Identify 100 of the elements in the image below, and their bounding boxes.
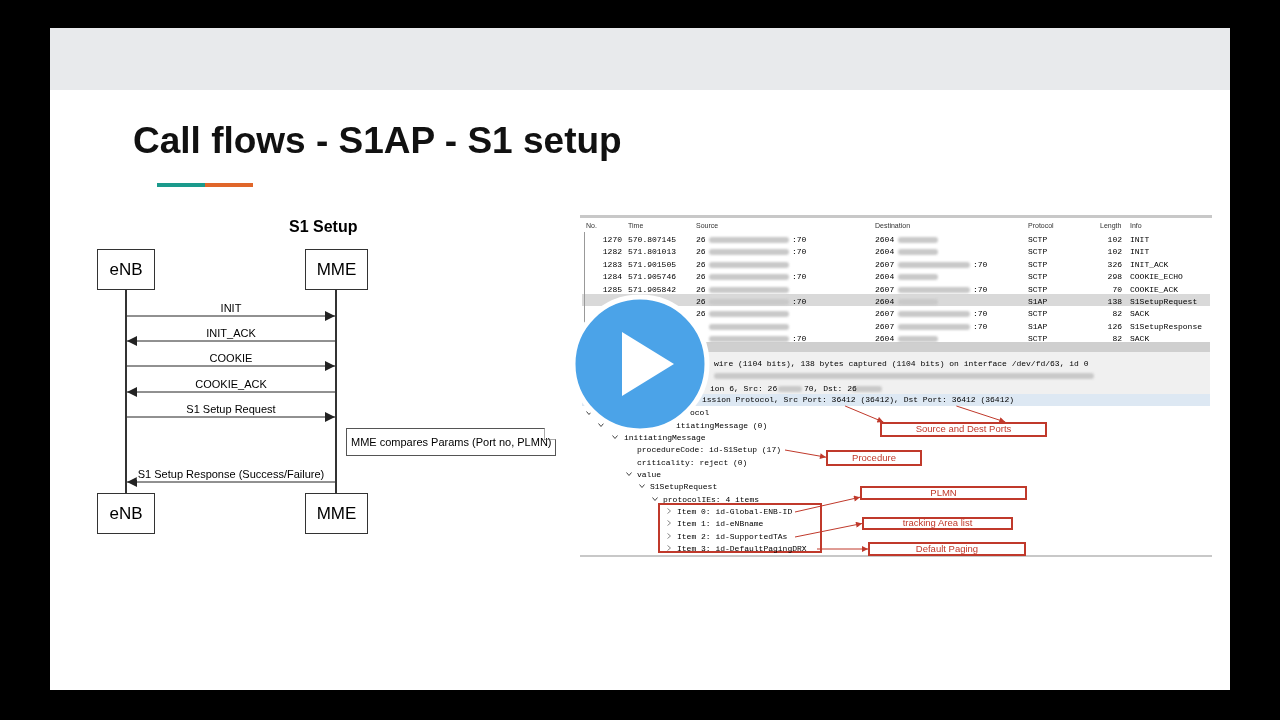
table-cell-text: INIT_ACK	[1130, 258, 1169, 271]
message-arrow	[126, 361, 336, 371]
packet-field-text: criticality: reject (0)	[637, 457, 748, 469]
table-cell-text: SACK	[1130, 308, 1150, 321]
table-cell-text: 26	[696, 308, 706, 321]
table-cell-text: 326	[1106, 258, 1122, 271]
callout-arrow	[784, 449, 827, 460]
table-cell-text: SCTP	[1028, 234, 1048, 246]
table-cell-text: 2607	[875, 258, 895, 271]
table-cell-text: SCTP	[1028, 246, 1048, 259]
callout-arrow	[816, 546, 869, 552]
packet-field-text: procedureCode: id-S1Setup (17)	[637, 444, 785, 456]
packet-field-text: Item 3: id-DefaultPagingDRX	[677, 543, 817, 555]
table-cell-text: SACK	[1130, 333, 1150, 346]
table-cell-text: 26	[696, 246, 706, 259]
table-cell-text: :70	[792, 296, 807, 308]
callout-box: Source and Dest Ports	[880, 422, 1047, 437]
table-cell-text: SCTP	[1028, 258, 1048, 271]
lifeline	[125, 290, 127, 493]
table-cell-text: SCTP	[1028, 308, 1048, 321]
table-cell-text: 2607	[875, 308, 895, 321]
packet-field-text: Item 2: id-SupportedTAs	[677, 531, 795, 543]
table-cell-text: 26	[696, 296, 706, 308]
packet-field-text: Item 1: id-eNBname	[677, 518, 795, 530]
message-label: S1 Setup Response (Success/Failure)	[136, 468, 326, 480]
table-cell-text: 2604	[875, 234, 895, 246]
packet-field-text: ion 6, Src: 26	[710, 383, 778, 395]
message-arrow	[126, 412, 336, 422]
table-cell-text: SCTP	[1028, 271, 1048, 284]
message-label: COOKIE	[208, 352, 254, 364]
table-cell-text: 2604	[875, 296, 895, 308]
table-cell-text: INIT	[1130, 246, 1150, 259]
packet-field-text: ission Protocol, Src Port: 36412 (36412), Dst Port: 36412 (36412)	[702, 394, 1020, 406]
packet-field-text: value	[637, 469, 661, 481]
table-cell-text: 571.905842	[628, 283, 676, 296]
table-cell-text: :70	[792, 271, 807, 284]
table-cell-text: S1AP	[1028, 296, 1048, 308]
table-cell-text: 1284	[601, 271, 622, 284]
table-cell-text: 26	[696, 271, 706, 284]
table-cell-text: 102	[1106, 246, 1122, 259]
table-cell-text: 1282	[601, 246, 622, 259]
table-cell-text: 298	[1106, 271, 1122, 284]
table-cell-text: 1283	[601, 258, 622, 271]
packet-field-text: protocolIEs: 4 items	[663, 494, 759, 506]
table-cell-text: :70	[792, 246, 807, 259]
table-cell-text: 2607	[875, 283, 895, 296]
table-cell-text: S1SetupResponse	[1130, 320, 1202, 333]
message-label: COOKIE_ACK	[194, 378, 268, 390]
table-cell-text: 2607	[875, 320, 895, 333]
table-cell-text: 571.905746	[628, 271, 676, 284]
table-cell-text: 82	[1111, 333, 1122, 346]
message-label: INIT_ACK	[205, 327, 257, 339]
message-arrow	[126, 387, 336, 397]
table-cell-text: 570.807145	[628, 234, 676, 246]
table-cell-text: 2604	[875, 246, 895, 259]
table-cell-text: :70	[973, 283, 988, 296]
callout-box: Procedure	[826, 450, 922, 466]
participant-box: MME	[305, 249, 368, 290]
callout-box: Default Paging	[868, 542, 1026, 556]
packet-field-text: ocol	[690, 407, 710, 419]
message-label: INIT	[219, 302, 243, 314]
table-cell-text: SCTP	[1028, 333, 1048, 346]
callout-arrow	[794, 521, 863, 538]
message-arrow	[126, 311, 336, 321]
table-cell-text: 26	[696, 258, 706, 271]
slide-title: Call flows - S1AP - S1 setup	[133, 122, 622, 159]
participant-box: eNB	[97, 249, 155, 290]
table-cell-text: :70	[973, 258, 988, 271]
callout-box: PLMN	[860, 486, 1027, 500]
message-arrow	[126, 336, 336, 346]
table-cell-text: 571.801013	[628, 246, 676, 259]
packet-field-text: S1SetupRequest	[650, 481, 718, 493]
table-cell-text: 1285	[601, 283, 622, 296]
table-cell-text: 138	[1106, 296, 1122, 308]
callout-arrow	[794, 495, 861, 513]
callout-arrow	[955, 405, 1006, 423]
packet-field-text: Item 0: id-Global-ENB-ID	[677, 506, 795, 518]
participant-box: MME	[305, 493, 368, 534]
callout-box: tracking Area list	[862, 517, 1013, 530]
table-cell-text: 126	[1106, 320, 1122, 333]
table-cell-text: 102	[1106, 234, 1122, 246]
table-cell-text: :70	[973, 308, 988, 321]
message-label: S1 Setup Request	[185, 403, 277, 415]
packet-field-text: wire (1104 bits), 138 bytes captured (1104 bits) on interface /dev/fd/63, id 0	[714, 358, 1089, 370]
packet-field-text: initiatingMessage	[624, 432, 706, 444]
table-cell-text: 26	[696, 283, 706, 296]
table-cell-text: 70	[1111, 283, 1122, 296]
table-cell-text: 2604	[875, 333, 895, 346]
table-cell-text: 26	[696, 234, 706, 246]
participant-box: eNB	[97, 493, 155, 534]
packet-field-text: 70, Dst: 26	[804, 383, 857, 395]
message-arrow	[126, 477, 336, 487]
packet-field-text: itiatingMessage (0)	[676, 420, 768, 432]
table-cell-text: :70	[792, 333, 807, 346]
table-cell-text: 2604	[875, 271, 895, 284]
table-cell-text: 1270	[601, 234, 622, 246]
table-cell-text: :70	[973, 320, 988, 333]
note-box: MME compares Params (Port no, PLMN)	[346, 428, 556, 456]
table-cell-text: SCTP	[1028, 283, 1048, 296]
table-cell-text: INIT	[1130, 234, 1150, 246]
